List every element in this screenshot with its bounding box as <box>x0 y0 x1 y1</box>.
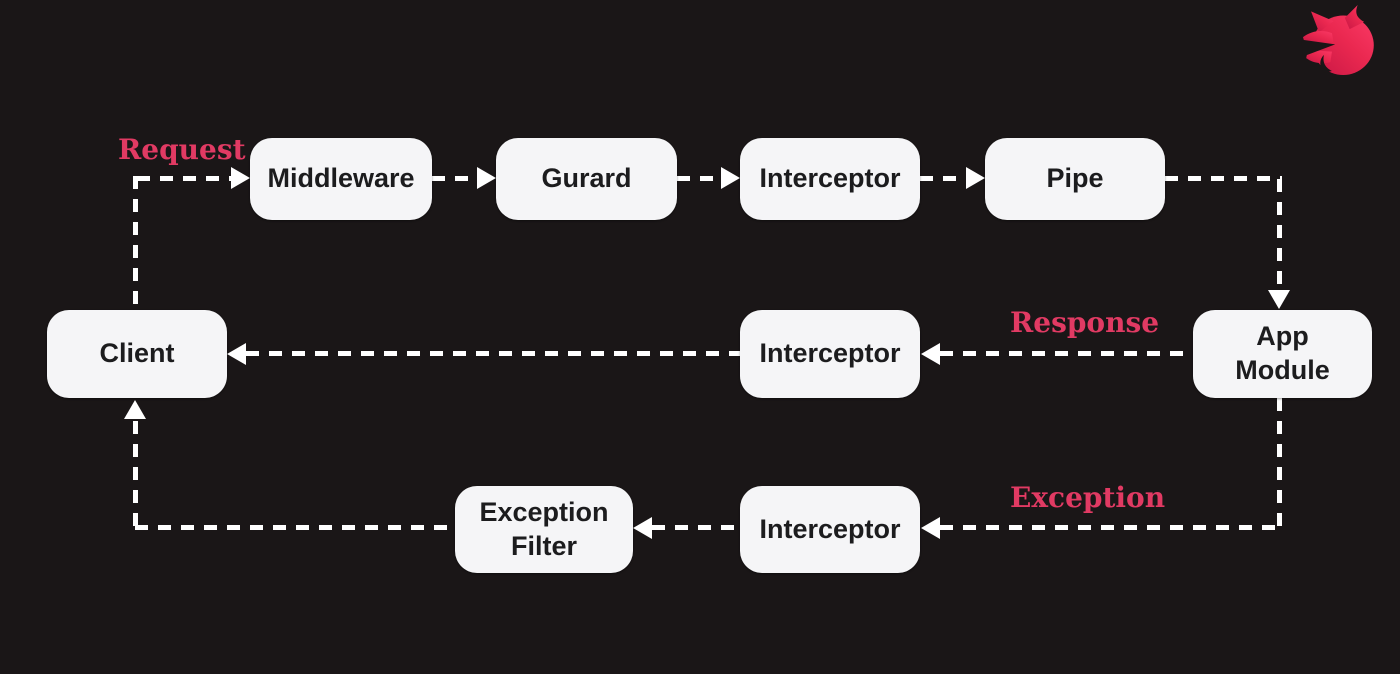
edge-interceptor-pipe <box>920 176 966 181</box>
edge-interceptor-client <box>246 351 740 356</box>
node-interceptor-middle: Interceptor <box>740 310 920 398</box>
arrowhead-into-appmodule <box>1268 290 1290 309</box>
edge-interceptor-filter <box>652 525 740 530</box>
node-middleware: Middleware <box>250 138 432 220</box>
edge-client-up <box>133 176 138 312</box>
edge-pipe-corner <box>1165 176 1282 181</box>
arrowhead-into-exception-filter <box>633 517 652 539</box>
edge-filter-corner <box>135 525 455 530</box>
edge-response <box>940 351 1193 356</box>
arrowhead-into-client-bottom <box>124 400 146 419</box>
response-label: Response <box>1010 306 1160 339</box>
edge-corner-client <box>133 421 138 530</box>
node-interceptor-bottom: Interceptor <box>740 486 920 573</box>
edge-appmodule-down <box>1277 398 1282 530</box>
edge-exception <box>940 525 1282 530</box>
arrowhead-into-interceptor-bottom <box>921 517 940 539</box>
exception-label: Exception <box>1010 481 1166 514</box>
node-interceptor-top: Interceptor <box>740 138 920 220</box>
arrowhead-into-interceptor-top <box>721 167 740 189</box>
arrowhead-into-middleware <box>231 167 250 189</box>
node-pipe: Pipe <box>985 138 1165 220</box>
edge-corner-appmodule <box>1277 179 1282 290</box>
edge-guard-interceptor <box>677 176 721 181</box>
node-exception-filter: Exception Filter <box>455 486 633 573</box>
edge-middleware-guard <box>432 176 477 181</box>
arrowhead-into-interceptor-mid <box>921 343 940 365</box>
arrowhead-into-pipe <box>966 167 985 189</box>
node-client: Client <box>47 310 227 398</box>
arrowhead-into-client <box>227 343 246 365</box>
nestjs-logo-icon <box>1298 5 1382 79</box>
arrowhead-into-guard <box>477 167 496 189</box>
request-label: Request <box>118 133 246 166</box>
node-guard: Gurard <box>496 138 677 220</box>
edge-request <box>137 176 231 181</box>
node-app-module: App Module <box>1193 310 1372 398</box>
